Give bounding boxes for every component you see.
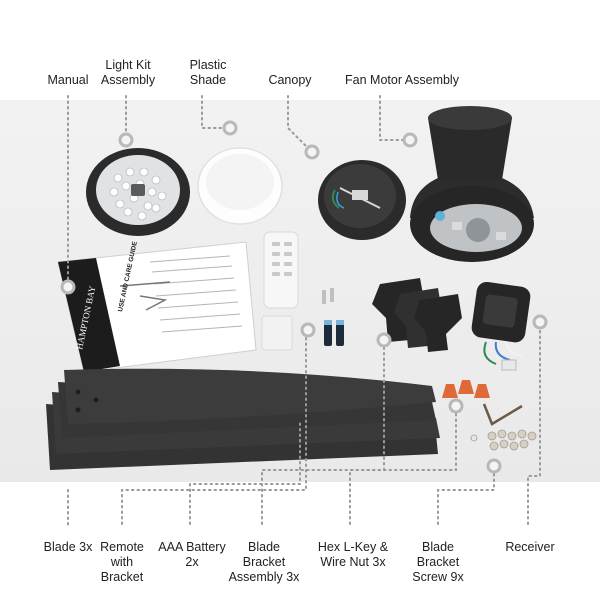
- label-blade: Blade 3x: [43, 540, 93, 554]
- aaa-batteries: [322, 288, 344, 346]
- label-fan-motor-assembly: Fan Motor Assembly: [345, 73, 459, 87]
- receiver-unit: [471, 281, 531, 371]
- fan-blades: [46, 368, 440, 470]
- label-light-kit-assembly: Light Kit Assembly: [100, 58, 156, 87]
- plastic-shade: [197, 147, 283, 225]
- blade-brackets: [372, 278, 462, 352]
- light-kit-assembly: [86, 148, 190, 236]
- label-hex-key-wire-nut: Hex L-Key & Wire Nut 3x: [317, 540, 389, 569]
- label-plastic-shade: Plastic Shade: [189, 58, 227, 87]
- callout-markers: [60, 120, 548, 474]
- callout-leaders: [67, 95, 541, 526]
- wire-nuts: [442, 380, 490, 398]
- label-remote-with-bracket: Remote with Bracket: [100, 540, 144, 584]
- remote-control: [261, 231, 299, 351]
- label-blade-bracket-assembly: Blade Bracket Assembly 3x: [228, 540, 300, 584]
- label-manual: Manual: [47, 73, 89, 87]
- canopy: [318, 160, 406, 240]
- fan-motor-assembly: [410, 106, 534, 262]
- label-aaa-battery: AAA Battery 2x: [158, 540, 226, 569]
- hex-l-key: [482, 403, 523, 426]
- bracket-screws: [470, 429, 537, 451]
- label-canopy: Canopy: [268, 73, 312, 87]
- label-receiver: Receiver: [505, 540, 555, 554]
- label-blade-bracket-screw: Blade Bracket Screw 9x: [412, 540, 464, 584]
